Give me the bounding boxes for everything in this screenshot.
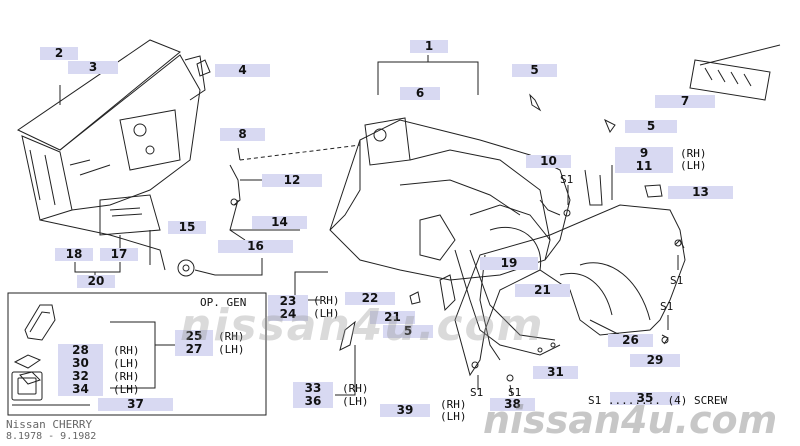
callout-17[interactable]: 17 [100, 248, 138, 261]
callout-32[interactable]: 32 [58, 370, 103, 383]
screw-legend: S1 ........ (4) SCREW [588, 394, 728, 407]
callout-22[interactable]: 22 [345, 292, 395, 305]
side-lh-34: (LH) [113, 383, 140, 396]
callout-37[interactable]: 37 [98, 398, 173, 411]
callout-19[interactable]: 19 [480, 257, 538, 270]
s1-label-5: S1 [508, 386, 522, 399]
side-lh-24: (LH) [313, 307, 340, 320]
side-rh-38: (RH) [440, 398, 467, 411]
callout-6[interactable]: 6 [400, 87, 440, 100]
callout-30[interactable]: 30 [58, 357, 103, 370]
callout-33[interactable]: 33 [293, 382, 333, 395]
callout-14[interactable]: 14 [252, 216, 307, 229]
callout-15[interactable]: 15 [168, 221, 206, 234]
callout-26[interactable]: 26 [608, 334, 653, 347]
watermark-center: nissan4u.com [180, 300, 545, 351]
callout-11[interactable]: 11 [615, 160, 673, 173]
hood-ledge-assembly [16, 39, 206, 271]
callout-27[interactable]: 27 [175, 343, 213, 356]
side-lh-36: (LH) [342, 395, 369, 408]
footer-dates: 8.1978 - 9.1982 [6, 431, 97, 442]
side-rh-33: (RH) [342, 382, 369, 395]
side-rh-9: (RH) [680, 147, 707, 160]
callout-16[interactable]: 16 [218, 240, 293, 253]
side-lh-30: (LH) [113, 357, 140, 370]
callout-28[interactable]: 28 [58, 344, 103, 357]
callout-24[interactable]: 24 [268, 308, 308, 321]
callout-21-left[interactable]: 21 [370, 311, 415, 324]
callout-13[interactable]: 13 [668, 186, 733, 199]
side-rh-23: (RH) [313, 294, 340, 307]
callout-12[interactable]: 12 [262, 174, 322, 187]
callout-25[interactable]: 25 [175, 330, 213, 343]
side-lh-11: (LH) [680, 159, 707, 172]
side-rh-28: (RH) [113, 344, 140, 357]
callout-10[interactable]: 10 [526, 155, 571, 168]
callout-5-right[interactable]: 5 [625, 120, 677, 133]
side-rh-25: (RH) [218, 330, 245, 343]
callout-8[interactable]: 8 [220, 128, 265, 141]
watermark-bottom-right: nissan4u.com [483, 398, 778, 442]
wheel-house [329, 117, 571, 356]
option-box-title: OP. GEN [200, 296, 247, 309]
callout-23[interactable]: 23 [268, 295, 308, 308]
front-fender [454, 199, 686, 377]
callout-39[interactable]: 39 [380, 404, 430, 417]
s1-label-2: S1 [670, 274, 684, 287]
callout-20[interactable]: 20 [77, 275, 115, 288]
callout-34[interactable]: 34 [58, 383, 103, 396]
callout-35[interactable]: 35 [610, 392, 680, 405]
callout-36[interactable]: 36 [293, 395, 333, 408]
callout-21-right[interactable]: 21 [515, 284, 570, 297]
s1-label-4: S1 [470, 386, 484, 399]
callout-1[interactable]: 1 [410, 40, 448, 53]
option-box-frame [7, 292, 267, 416]
s1-label-3: S1 [660, 300, 674, 313]
callout-29[interactable]: 29 [630, 354, 680, 367]
callout-4[interactable]: 4 [215, 64, 270, 77]
callout-9[interactable]: 9 [615, 147, 673, 160]
side-rh-32: (RH) [113, 370, 140, 383]
callout-5-top[interactable]: 5 [512, 64, 557, 77]
footer-model: Nissan CHERRY [6, 418, 93, 431]
callout-38[interactable]: 38 [490, 398, 535, 411]
callout-31[interactable]: 31 [533, 366, 578, 379]
callout-5-lower[interactable]: 5 [383, 325, 433, 338]
side-lh-27: (LH) [218, 343, 245, 356]
side-lh-38: (LH) [440, 410, 467, 423]
callout-7[interactable]: 7 [655, 95, 715, 108]
callout-2[interactable]: 2 [40, 47, 78, 60]
callout-18[interactable]: 18 [55, 248, 93, 261]
s1-label-1: S1 [560, 173, 574, 186]
callout-3[interactable]: 3 [68, 61, 118, 74]
